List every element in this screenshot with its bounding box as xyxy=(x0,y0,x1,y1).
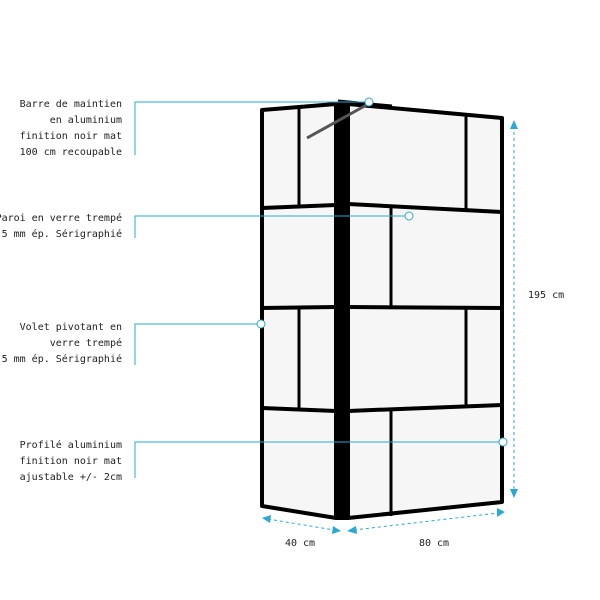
depth-arrow-left xyxy=(262,515,271,523)
callout-flap-line-1: Volet pivotant en xyxy=(20,322,122,333)
shower-screen xyxy=(260,99,504,520)
width-arrow-right xyxy=(497,508,505,517)
support-bar-diagonal xyxy=(306,101,371,140)
main-glass-panel xyxy=(346,102,504,520)
callout-glass: Paroi en verre trempé 5 mm ép. Sérigraph… xyxy=(0,212,122,240)
leader-glass xyxy=(134,215,405,238)
central-post xyxy=(335,102,349,520)
leader-flap-dot xyxy=(256,319,266,329)
callout-flap-line-3: 5 mm ép. Sérigraphié xyxy=(2,353,122,365)
depth-arrow-right xyxy=(332,526,341,534)
leader-profile xyxy=(134,441,499,478)
depth-dimension-line xyxy=(267,518,335,531)
callout-profile: Profilé aluminium finition noir mat ajus… xyxy=(20,439,122,483)
height-label: 195 cm xyxy=(528,290,564,301)
callout-bar: Barre de maintien en aluminium finition … xyxy=(20,99,122,158)
leader-profile-dot xyxy=(498,437,508,447)
leader-bar xyxy=(134,101,365,155)
callout-bar-line-1: Barre de maintien xyxy=(20,99,122,110)
depth-label: 40 cm xyxy=(285,538,315,549)
callout-bar-line-3: finition noir mat xyxy=(20,131,122,142)
callout-leaders xyxy=(134,97,508,478)
swivel-flap-panel xyxy=(260,102,338,520)
width-arrow-left xyxy=(347,526,357,534)
leader-glass-dot xyxy=(404,211,414,221)
callout-profile-line-1: Profilé aluminium xyxy=(20,439,122,451)
callout-glass-line-1: Paroi en verre trempé xyxy=(0,212,122,224)
leader-flap xyxy=(134,323,257,365)
height-arrow-bottom xyxy=(510,489,518,498)
callout-bar-line-4: 100 cm recoupable xyxy=(20,147,122,158)
callout-profile-line-3: ajustable +/- 2cm xyxy=(20,472,122,483)
dimension-arrows xyxy=(262,120,518,534)
width-label: 80 cm xyxy=(419,538,449,549)
callout-glass-line-2: 5 mm ép. Sérigraphié xyxy=(2,228,122,240)
callout-profile-line-2: finition noir mat xyxy=(20,456,122,467)
callout-flap: Volet pivotant en verre trempé 5 mm ép. … xyxy=(2,322,122,365)
width-dimension-line xyxy=(353,512,499,531)
leader-bar-dot xyxy=(364,97,374,107)
callout-flap-line-2: verre trempé xyxy=(50,337,122,349)
callout-bar-line-2: en aluminium xyxy=(50,115,122,126)
height-arrow-top xyxy=(510,120,518,129)
